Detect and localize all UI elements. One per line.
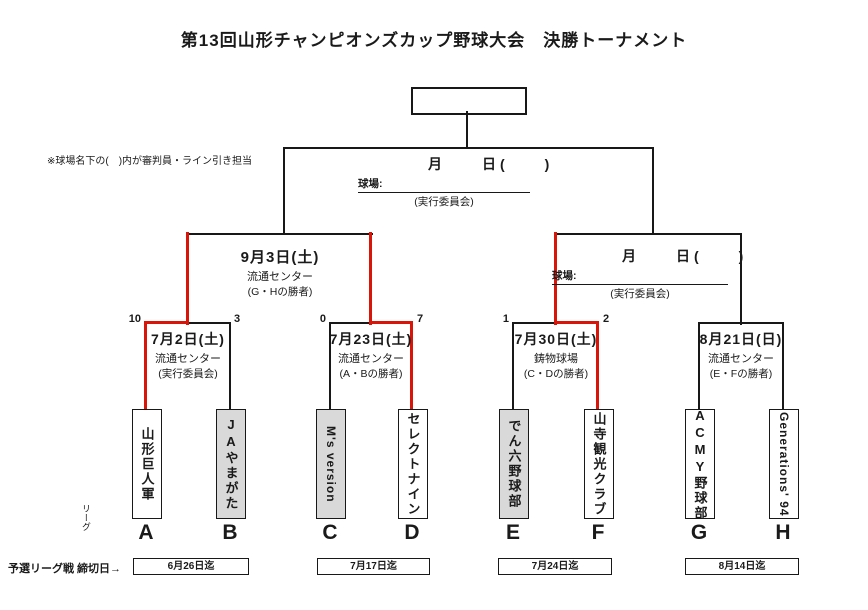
- team-name-e: でん六野球部: [506, 419, 522, 509]
- qf2-crew: (A・Bの勝者): [339, 368, 403, 380]
- qf4-left-vertical-line: [698, 322, 700, 410]
- league-letter-d: D: [404, 521, 420, 544]
- qf1-right-vertical-line: [229, 322, 231, 410]
- semifinal-left-crew: (G・Hの勝者): [247, 286, 313, 298]
- league-letter-h: H: [775, 521, 791, 544]
- final-horizontal-line: [284, 147, 654, 149]
- qf1-venue: 流通センター: [155, 353, 221, 365]
- semifinal-left-date: 9月3日(土): [240, 249, 320, 266]
- semifinal-right-info: 月 日( ) 球場: (実行委員会): [552, 246, 748, 301]
- team-name-f: 山寺観光クラブ: [591, 411, 607, 517]
- qf3-score-left: 1: [502, 313, 509, 325]
- qf4-right-vertical-line: [782, 322, 784, 410]
- league-axis-label-text: リーグ: [80, 504, 91, 531]
- qf1-score-right: 3: [234, 313, 241, 325]
- sf1-horizontal-line: [187, 233, 373, 235]
- qf3-right-winner-line: [596, 321, 599, 410]
- team-box-g: ACMY野球部: [685, 407, 715, 521]
- qf2-venue: 流通センター: [338, 353, 404, 365]
- sf2-right-vertical-line: [740, 233, 742, 325]
- qf4-info: 8月21日(日) 流通センター (E・Fの勝者): [666, 329, 816, 381]
- team-box-h: Generations' 94: [769, 409, 799, 519]
- sf1-right-winner-line: [369, 232, 372, 325]
- qf1-date: 7月2日(土): [151, 331, 225, 347]
- final-match-info: 月 日( ) 球場: (実行委員会): [358, 154, 554, 209]
- qf2-date: 7月23日(土): [329, 331, 413, 347]
- final-date-blank: 月 日( ): [428, 156, 554, 172]
- prelim-deadline-label: 予選リーグ戦 締切日→: [8, 563, 122, 575]
- qf3-venue: 鋳物球場: [534, 353, 578, 365]
- qf3-crew: (C・Dの勝者): [523, 368, 589, 380]
- team-box-b: JAやまがた: [216, 409, 246, 519]
- qf2-score-left: 0: [319, 313, 326, 325]
- qf4-date: 8月21日(日): [699, 331, 783, 347]
- qf4-horizontal-line: [698, 322, 784, 324]
- sf2-left-winner-line: [554, 232, 557, 325]
- deadline-box-gh: 8月14日迄: [685, 558, 799, 575]
- league-letter-f: F: [591, 521, 605, 544]
- league-letter-b: B: [222, 521, 238, 544]
- qf3-date: 7月30日(土): [514, 331, 598, 347]
- sf1-left-winner-line: [186, 232, 189, 325]
- team-name-d: セレクトナイン: [405, 411, 421, 517]
- semifinal-right-venue-blank: 球場:: [552, 268, 728, 285]
- qf2-score-right: 7: [417, 313, 424, 325]
- umpire-note: ※球場名下の( )内が審判員・ライン引き担当: [47, 156, 253, 167]
- team-name-c: M's version: [324, 425, 338, 503]
- final-crew: (実行委員会): [414, 196, 474, 208]
- league-axis-label: リーグ: [80, 504, 91, 533]
- qf2-info: 7月23日(土) 流通センター (A・Bの勝者): [296, 329, 446, 381]
- semifinal-right-crew: (実行委員会): [610, 288, 670, 300]
- team-box-d: セレクトナイン: [398, 409, 428, 519]
- team-name-h: Generations' 94: [777, 411, 791, 517]
- semifinal-right-date-blank: 月 日( ): [622, 248, 748, 264]
- final-right-vertical-line: [652, 147, 654, 235]
- semifinal-left-info: 9月3日(土) 流通センター (G・Hの勝者): [196, 246, 364, 299]
- final-left-vertical-line: [283, 147, 285, 235]
- qf4-venue: 流通センター: [708, 353, 774, 365]
- qf2-top-winner-segment: [369, 321, 413, 324]
- qf2-right-winner-line: [410, 321, 413, 410]
- sf2-horizontal-line: [555, 233, 742, 235]
- team-name-a: 山形巨人軍: [139, 426, 155, 502]
- team-box-a: 山形巨人軍: [132, 409, 162, 519]
- deadline-box-cd: 7月17日迄: [317, 558, 430, 575]
- qf1-left-winner-line: [144, 321, 147, 410]
- qf3-info: 7月30日(土) 鋳物球場 (C・Dの勝者): [481, 329, 631, 381]
- qf3-left-vertical-line: [512, 322, 514, 410]
- deadline-box-ef: 7月24日迄: [498, 558, 612, 575]
- qf1-top-winner-segment: [144, 321, 189, 324]
- semifinal-left-venue: 流通センター: [247, 271, 313, 283]
- team-name-b: JAやまがた: [223, 417, 239, 511]
- team-box-c: M's version: [316, 409, 346, 519]
- qf1-score-left: 10: [128, 313, 141, 325]
- team-box-e: でん六野球部: [499, 409, 529, 519]
- team-box-f: 山寺観光クラブ: [584, 409, 614, 519]
- page-title: 第13回山形チャンピオンズカップ野球大会 決勝トーナメント: [180, 31, 688, 50]
- champion-box: [411, 87, 527, 115]
- champion-connector-line: [466, 111, 468, 148]
- deadline-box-ab: 6月26日迄: [133, 558, 249, 575]
- qf2-left-vertical-line: [329, 322, 331, 410]
- league-letter-e: E: [505, 521, 520, 544]
- league-letter-g: G: [690, 521, 708, 544]
- team-name-g: ACMY野球部: [692, 407, 708, 521]
- qf3-top-winner-segment: [554, 321, 599, 324]
- qf1-info: 7月2日(土) 流通センター (実行委員会): [113, 329, 263, 381]
- qf1-crew: (実行委員会): [158, 368, 218, 380]
- qf4-crew: (E・Fの勝者): [709, 368, 773, 380]
- final-venue-blank: 球場:: [358, 176, 530, 193]
- league-letter-c: C: [322, 521, 338, 544]
- qf3-score-right: 2: [603, 313, 610, 325]
- league-letter-a: A: [138, 521, 154, 544]
